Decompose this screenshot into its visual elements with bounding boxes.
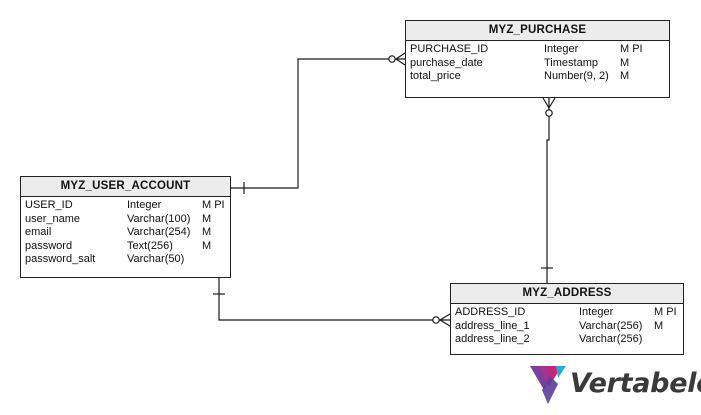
attribute-flags: M bbox=[202, 239, 212, 252]
attribute-flags: M bbox=[202, 212, 212, 225]
entity-purchase[interactable]: MYZ_PURCHASE PURCHASE_ID Integer M PI pu… bbox=[405, 20, 670, 98]
attribute-name: user_name bbox=[25, 212, 81, 225]
attribute-name: USER_ID bbox=[25, 199, 73, 211]
attribute-type: Integer bbox=[544, 43, 579, 55]
attribute-type: Varchar(256) bbox=[579, 333, 643, 345]
attribute-name: PURCHASE_ID bbox=[410, 43, 489, 55]
attribute-name: email bbox=[25, 226, 52, 238]
attribute-flags: M PI bbox=[202, 199, 225, 211]
entity-title: MYZ_ADDRESS bbox=[451, 284, 683, 304]
entity-title: MYZ_USER_ACCOUNT bbox=[21, 177, 230, 197]
attribute-type: Varchar(254) bbox=[127, 226, 191, 238]
attribute-type: Number(9, 2) bbox=[544, 70, 609, 82]
attribute-type: Timestamp bbox=[544, 56, 598, 69]
attribute-flags: M bbox=[620, 70, 630, 82]
attribute-row[interactable]: USER_ID Integer M PI bbox=[25, 199, 226, 213]
vertabelo-logo: Vertabelo bbox=[528, 362, 701, 408]
attribute-list: USER_ID Integer M PI user_name Varchar(1… bbox=[21, 197, 230, 271]
entity-user-account[interactable]: MYZ_USER_ACCOUNT USER_ID Integer M PI us… bbox=[20, 176, 231, 278]
vertabelo-mark-icon bbox=[530, 366, 566, 404]
attribute-row[interactable]: address_line_2 Varchar(256) bbox=[455, 333, 679, 347]
attribute-name: total_price bbox=[410, 70, 461, 82]
attribute-row[interactable]: purchase_date Timestamp M bbox=[410, 57, 665, 71]
attribute-row[interactable]: password Text(256) M bbox=[25, 240, 226, 254]
rel-address-purchase bbox=[541, 97, 556, 283]
attribute-name: ADDRESS_ID bbox=[455, 306, 526, 318]
attribute-flags: M bbox=[202, 226, 212, 238]
attribute-type: Integer bbox=[127, 199, 162, 211]
rel-user-address bbox=[213, 278, 451, 327]
attribute-row[interactable]: address_line_1 Varchar(256) M bbox=[455, 320, 679, 334]
rel-user-purchase bbox=[231, 52, 406, 194]
attribute-flags: M bbox=[654, 319, 664, 332]
attribute-type: Varchar(50) bbox=[127, 253, 185, 265]
attribute-type: Varchar(100) bbox=[127, 212, 191, 225]
attribute-list: ADDRESS_ID Integer M PI address_line_1 V… bbox=[451, 304, 683, 351]
attribute-row[interactable]: password_salt Varchar(50) bbox=[25, 253, 226, 267]
entity-title: MYZ_PURCHASE bbox=[406, 21, 669, 41]
attribute-list: PURCHASE_ID Integer M PI purchase_date T… bbox=[406, 41, 669, 88]
attribute-flags: M bbox=[620, 56, 630, 69]
entity-address[interactable]: MYZ_ADDRESS ADDRESS_ID Integer M PI addr… bbox=[450, 283, 684, 355]
attribute-row[interactable]: ADDRESS_ID Integer M PI bbox=[455, 306, 679, 320]
attribute-name: password bbox=[25, 239, 73, 252]
attribute-flags: M PI bbox=[620, 43, 643, 55]
attribute-flags: M PI bbox=[654, 306, 677, 318]
attribute-type: Text(256) bbox=[127, 239, 173, 252]
attribute-name: password_salt bbox=[25, 253, 96, 265]
attribute-row[interactable]: email Varchar(254) M bbox=[25, 226, 226, 240]
attribute-row[interactable]: total_price Number(9, 2) M bbox=[410, 70, 665, 84]
attribute-type: Varchar(256) bbox=[579, 319, 643, 332]
attribute-row[interactable]: PURCHASE_ID Integer M PI bbox=[410, 43, 665, 57]
attribute-name: address_line_1 bbox=[455, 319, 530, 332]
attribute-type: Integer bbox=[579, 306, 614, 318]
attribute-row[interactable]: user_name Varchar(100) M bbox=[25, 213, 226, 227]
attribute-name: address_line_2 bbox=[455, 333, 530, 345]
attribute-name: purchase_date bbox=[410, 56, 483, 69]
logo-wordmark: Vertabelo bbox=[570, 368, 701, 399]
